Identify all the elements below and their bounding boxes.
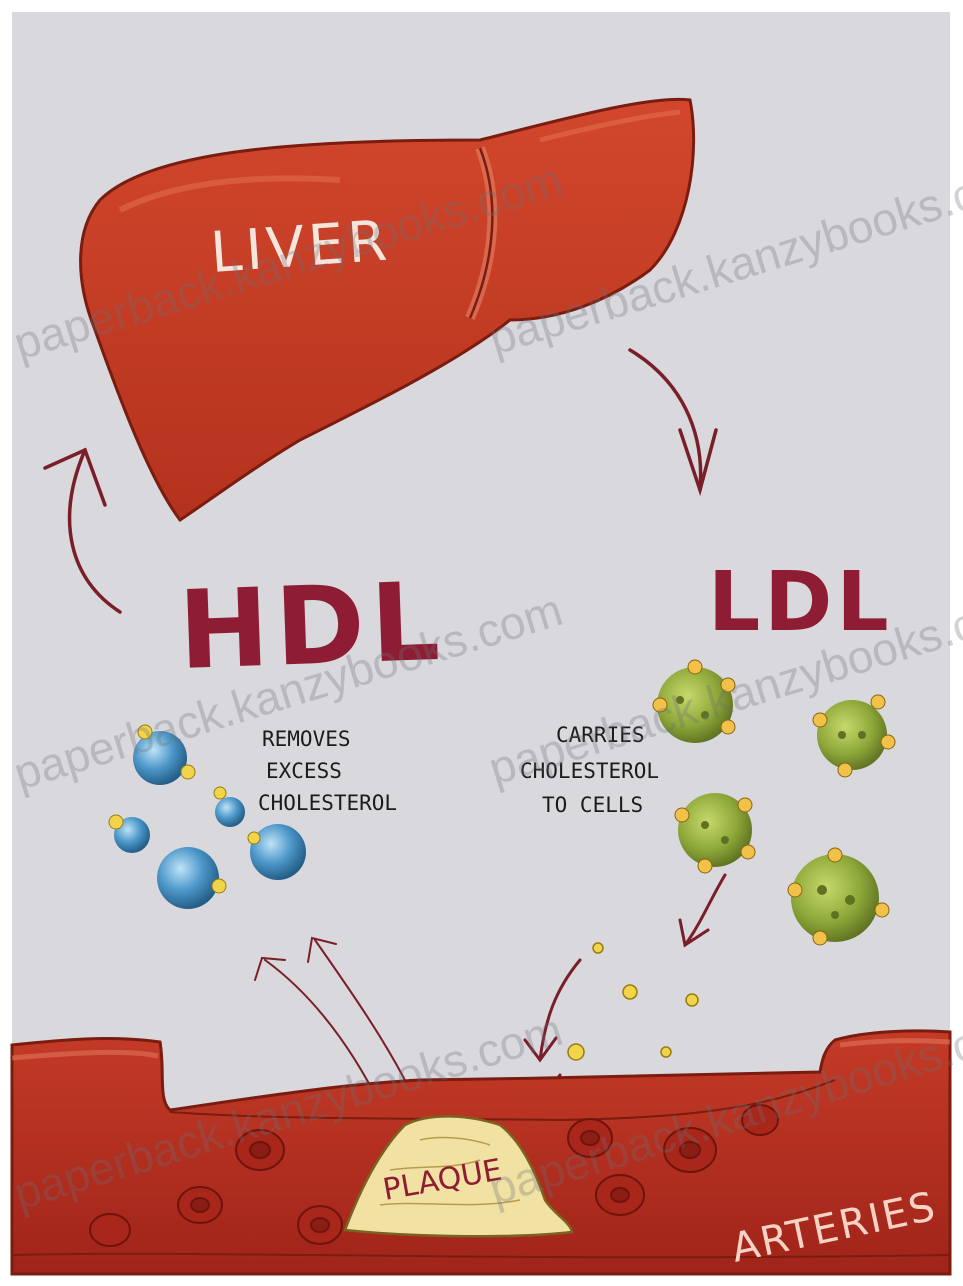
hdl-note-line-1: REMOVES: [262, 727, 351, 751]
ldl-note-line-3: TO CELLS: [542, 793, 643, 817]
hdl-particle: [250, 824, 306, 880]
hdl-note-line-3: CHOLESTEROL: [258, 791, 397, 815]
hdl-particle: [215, 797, 245, 827]
hdl-particle: [157, 847, 219, 909]
hdl-note-line-2: EXCESS: [266, 759, 342, 783]
